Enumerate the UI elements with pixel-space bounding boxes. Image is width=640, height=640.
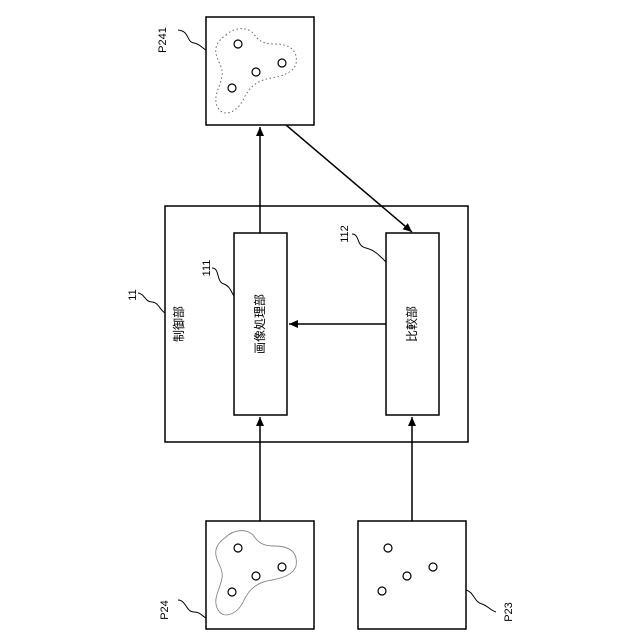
leader-line-control-unit [138,293,165,313]
label-p23: P23 [503,602,515,622]
point-marker [252,68,260,76]
image-p241 [206,17,314,125]
label-p241: P241 [157,27,169,53]
point-marker [378,587,386,595]
leader-line-p23 [466,590,496,612]
leader-line-p241 [178,30,206,50]
leader-line-p24 [178,600,206,618]
label-image-processing-unit: 画像処理部 [252,294,267,354]
label-control-unit: 制御部 [171,306,186,342]
ref-control-unit: 11 [127,289,139,300]
label-comparison-unit: 比較部 [404,306,419,342]
image-p23 [358,521,466,629]
point-marker [228,84,236,92]
point-marker [403,572,411,580]
point-marker [278,59,286,67]
point-marker [429,563,437,571]
point-marker [228,588,236,596]
ref-image-processing-unit: 111 [201,260,213,277]
point-marker [234,544,242,552]
point-marker [234,40,242,48]
point-marker [384,544,392,552]
label-p24: P24 [159,600,171,620]
point-marker [278,563,286,571]
image-p24 [206,521,314,629]
ref-comparison-unit: 112 [339,225,351,243]
point-marker [252,572,260,580]
